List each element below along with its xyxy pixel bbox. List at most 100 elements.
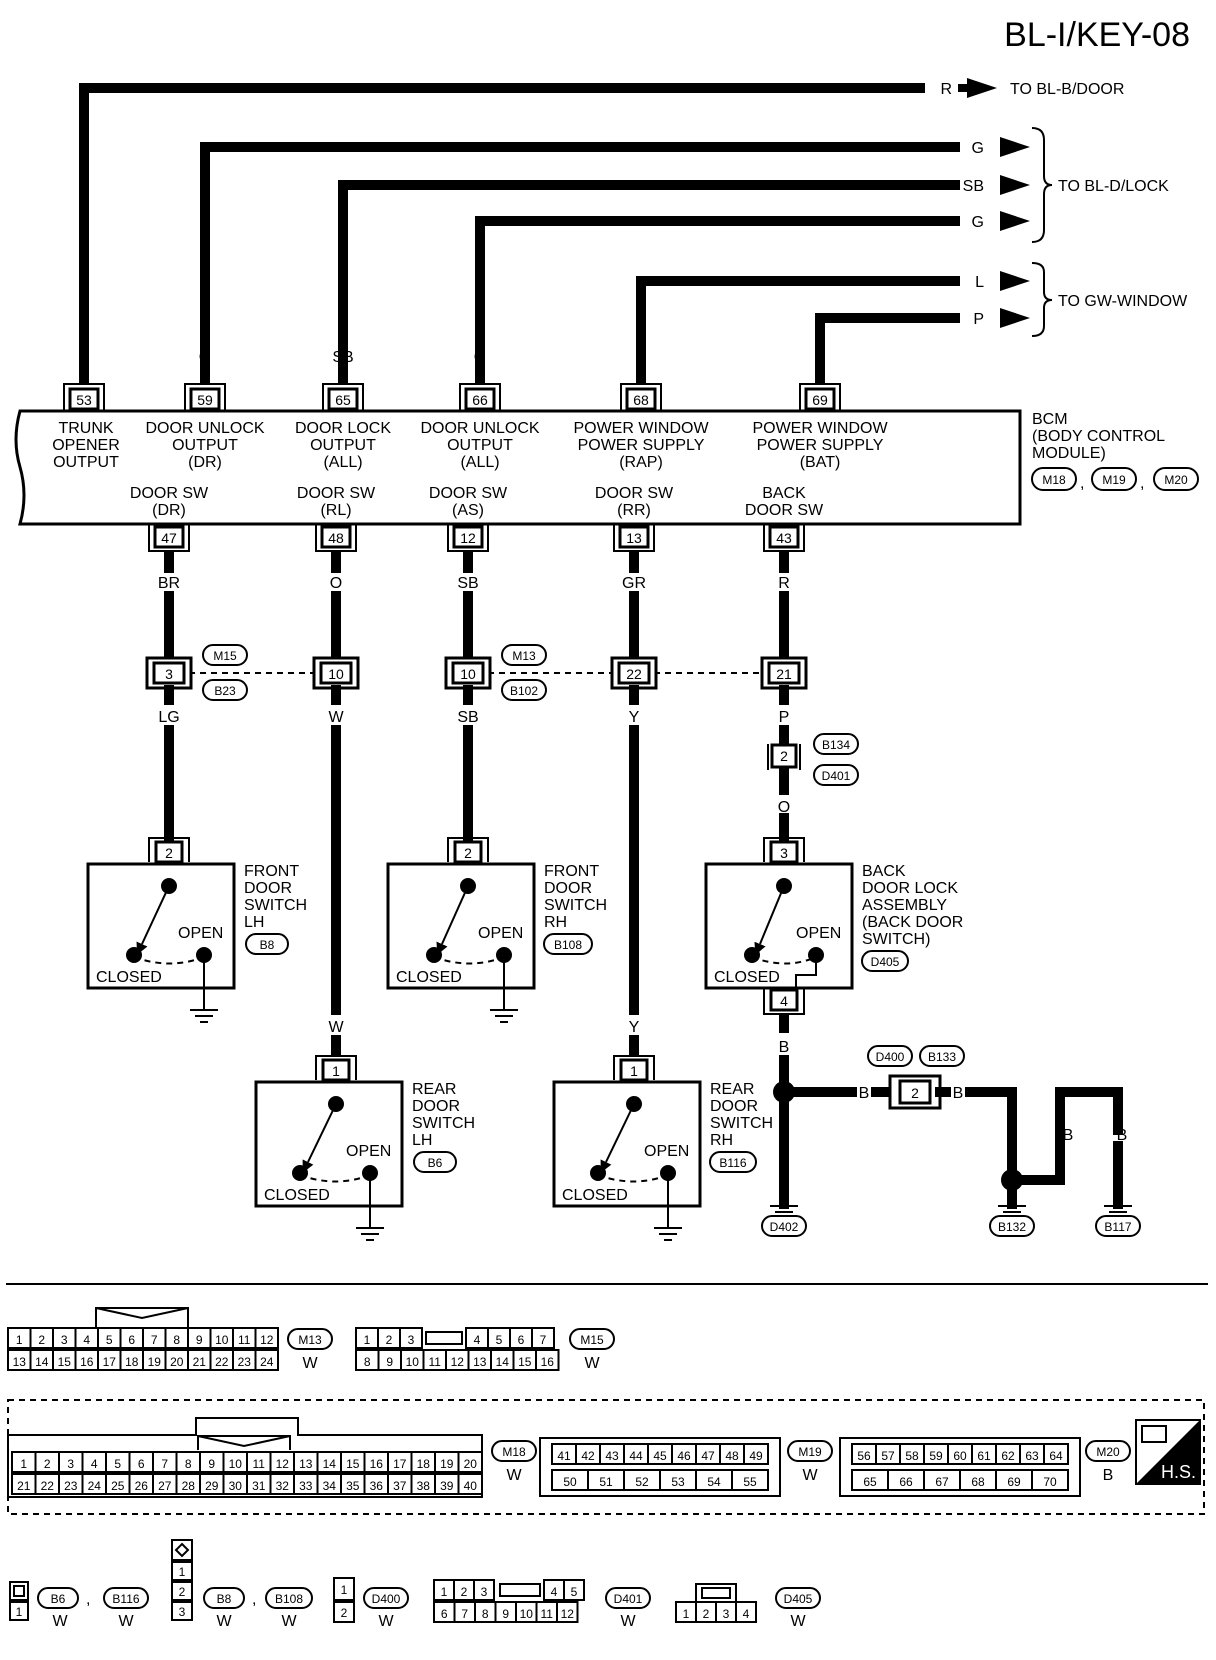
pin-number: 17 — [103, 1355, 117, 1369]
pin-number: 14 — [323, 1457, 337, 1471]
bcm-desc: MODULE) — [1032, 445, 1106, 462]
bcm-connectors: M18 , M19 , M20 — [1031, 467, 1199, 492]
connector-id: B116 — [719, 1156, 746, 1170]
pin-number: 34 — [323, 1479, 337, 1493]
pin-number: 64 — [1049, 1449, 1063, 1463]
connector-view-b6-b116: 1 B6 , B116 W W — [9, 1581, 149, 1630]
pin-number: 67 — [935, 1475, 949, 1489]
pin-number: 43 — [776, 530, 792, 546]
bcm-label: (RR) — [617, 502, 651, 519]
pin-number: 9 — [386, 1355, 393, 1369]
output-color: R — [940, 81, 952, 98]
output-color: G — [972, 214, 984, 231]
pin-cell — [254, 1349, 279, 1371]
pin-number: 43 — [605, 1449, 619, 1463]
connector-id: B8 — [260, 938, 275, 952]
pin-number: 66 — [899, 1475, 913, 1489]
pin-number: 18 — [417, 1457, 431, 1471]
pin-number: 1 — [341, 1583, 348, 1597]
pin-number: 53 — [671, 1475, 685, 1489]
pin-number: 57 — [881, 1449, 895, 1463]
switch-label: BACK — [862, 863, 906, 880]
arrow-icon — [1000, 308, 1030, 328]
pin-number: 69 — [812, 392, 828, 408]
state-closed: CLOSED — [562, 1187, 628, 1204]
pin-number: 58 — [905, 1449, 919, 1463]
pin-number: 55 — [743, 1475, 757, 1489]
pin-number: 11 — [253, 1457, 266, 1471]
pin-number: 31 — [252, 1479, 266, 1493]
pin-number: 69 — [1007, 1475, 1021, 1489]
ground-icon — [770, 1205, 798, 1213]
page-title: BL-I/KEY-08 — [1004, 16, 1190, 54]
connector-id: D405 — [871, 955, 900, 969]
pin-number: 62 — [1001, 1449, 1015, 1463]
bcm-label: TRUNK — [58, 420, 113, 437]
connector-id: B134 — [822, 738, 850, 752]
ground-circuit: B B 2 B B B B D400 B133 D402 B132 B117 — [761, 1013, 1141, 1237]
pin-number: 21 — [193, 1355, 207, 1369]
bcm-name: BCM (BODY CONTROL MODULE) — [1032, 411, 1165, 462]
pin-number: 5 — [571, 1585, 578, 1599]
wire-color: SB — [457, 575, 478, 592]
pin-number: 3 — [481, 1585, 488, 1599]
pin-number: 8 — [364, 1355, 371, 1369]
wire-color: B — [1117, 1127, 1128, 1144]
bcm-label: (AS) — [452, 502, 484, 519]
pin-number: 3 — [723, 1607, 730, 1621]
bcm-label: (DR) — [152, 502, 186, 519]
pin-number: 1 — [630, 1063, 638, 1079]
wire-color: P — [779, 709, 790, 726]
bcm-label: POWER WINDOW — [752, 420, 888, 437]
switch-label: DOOR — [544, 880, 592, 897]
wire-color: B — [953, 1085, 964, 1102]
pin-number: 2 — [341, 1606, 348, 1620]
bcm-label: DOOR SW — [297, 485, 376, 502]
output-arrows — [957, 78, 1030, 328]
output-color: P — [973, 311, 984, 328]
pin-number: 47 — [701, 1449, 715, 1463]
bcm-top-wire-colors: R G SB G L P — [78, 349, 825, 366]
switch-label: DOOR LOCK — [862, 880, 958, 897]
pin-number: 16 — [370, 1457, 384, 1471]
joint-connectors: 3 10 10 22 21 M15 B23 M13 B102 — [145, 644, 808, 701]
pin-number: 15 — [518, 1355, 532, 1369]
connector-id: B102 — [510, 684, 538, 698]
connector-id: M18 — [502, 1445, 526, 1459]
switch-label: RH — [544, 914, 567, 931]
pin-number: 11 — [429, 1355, 442, 1369]
connector-id: M20 — [1164, 473, 1188, 487]
state-closed: CLOSED — [96, 969, 162, 986]
pin-number: 12 — [276, 1457, 290, 1471]
bcm-desc: (BODY CONTROL — [1032, 428, 1165, 445]
bcm-bottom-terminals: 47 48 12 13 43 — [148, 524, 805, 552]
pin-number: 8 — [482, 1607, 489, 1621]
pin-number: 13 — [626, 530, 642, 546]
pin-number: 7 — [461, 1607, 468, 1621]
pin-number: 53 — [76, 392, 92, 408]
pin-number: 17 — [393, 1457, 407, 1471]
switch-label: DOOR — [710, 1098, 758, 1115]
pin-number: 13 — [299, 1457, 313, 1471]
pin-number: 2 — [44, 1457, 51, 1471]
switch-label: FRONT — [244, 863, 299, 880]
connector-id: B6 — [428, 1156, 443, 1170]
switch-label: DOOR — [412, 1098, 460, 1115]
pin-number: 10 — [460, 666, 476, 682]
pin-cell — [731, 1469, 769, 1491]
connector-id: B6 — [51, 1592, 66, 1606]
pin-number: 48 — [328, 530, 344, 546]
connector-color: W — [281, 1613, 297, 1630]
pin-number: 33 — [299, 1479, 313, 1493]
connector-color: W — [302, 1355, 318, 1372]
pin-number: 4 — [91, 1457, 98, 1471]
pin-cell — [556, 1601, 579, 1623]
pin-number: 30 — [229, 1479, 243, 1493]
wire-color: G — [199, 349, 211, 366]
rear-switch-wire-colors: W Y — [328, 1019, 639, 1036]
wires-bcm-to-joints — [164, 550, 789, 661]
